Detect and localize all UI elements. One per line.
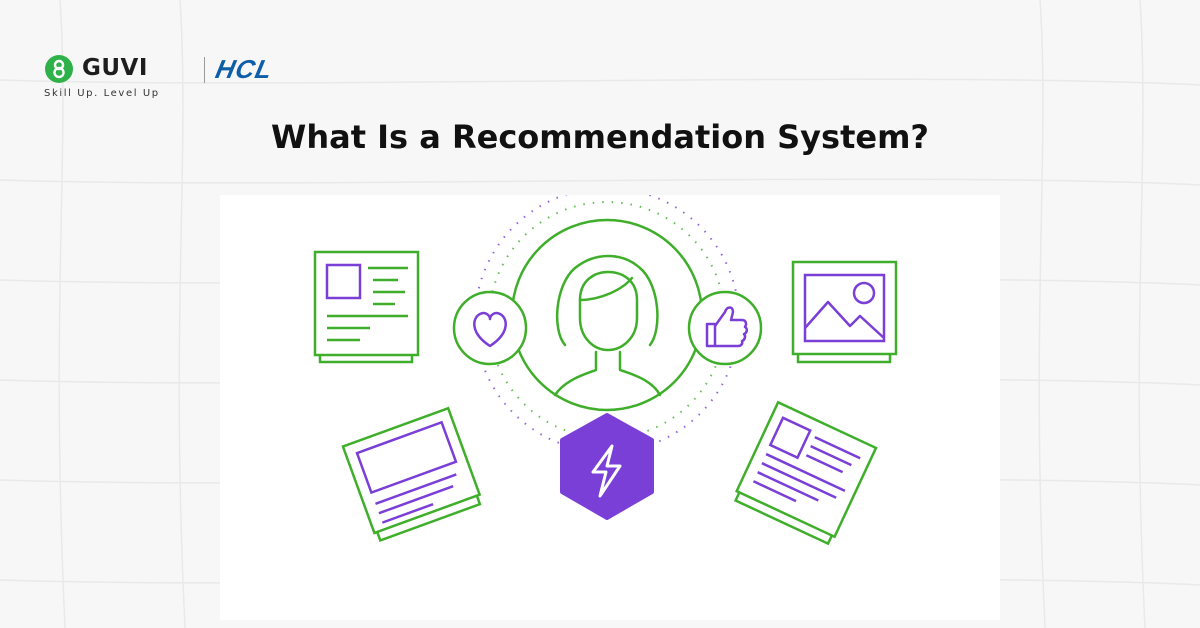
partner-name: HCL: [212, 54, 276, 84]
profile-ring: [510, 218, 704, 412]
tilted-article-icon: [733, 400, 878, 546]
thumbs-up-icon: [687, 290, 763, 366]
image-card-icon: [791, 260, 898, 364]
heart-icon: [452, 290, 528, 366]
guvi-hcl-logo[interactable]: GUVI HCL Skill Up. Level Up: [44, 54, 304, 104]
tablet-article-icon: [341, 406, 482, 543]
recommendation-illustration: [313, 195, 898, 546]
article-card-icon: [313, 250, 420, 364]
user-avatar-icon: [553, 254, 662, 397]
lightning-hexagon-icon: [560, 413, 654, 520]
brand-tagline: Skill Up. Level Up: [44, 88, 160, 99]
brand-name: GUVI: [82, 55, 148, 81]
page-title: What Is a Recommendation System?: [271, 118, 929, 156]
guvi-logo-icon: [45, 55, 73, 83]
logo-divider: [204, 57, 205, 83]
